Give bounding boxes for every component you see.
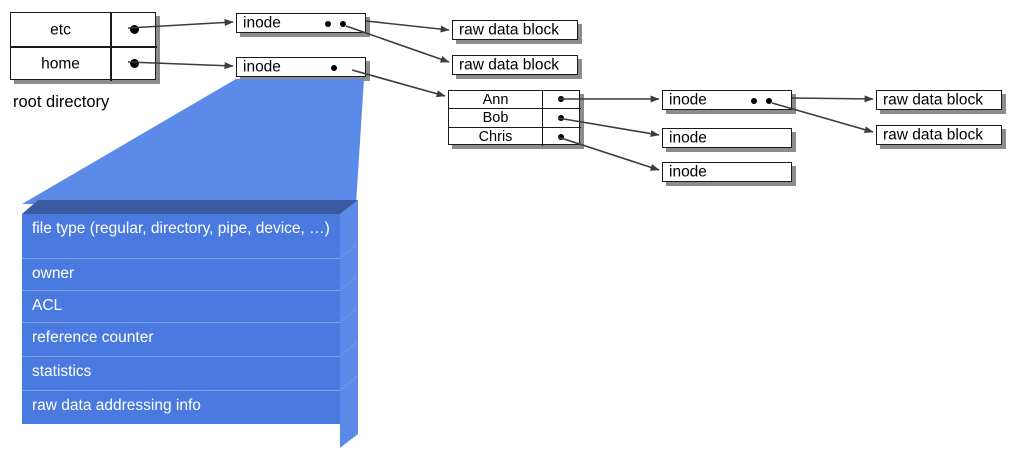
raw-data-block-label: raw data block (459, 56, 559, 74)
root-entry-name-home: home (11, 47, 110, 81)
inode-home-box: inode (236, 57, 366, 77)
home-entry-pointer-bob (543, 109, 581, 127)
raw-data-block-etc-2: raw data block (452, 55, 578, 75)
pointer-dot-icon (558, 96, 564, 102)
pointer-dot-icon (340, 21, 346, 27)
home-directory-table: Ann Bob Chris (448, 90, 581, 146)
inode-label: inode (243, 58, 281, 76)
stack-row-acl: ACL (22, 290, 340, 322)
home-entry-name-ann: Ann (449, 91, 542, 108)
inode-detail-stack: file type (regular, directory, pipe, dev… (22, 200, 359, 452)
raw-data-block-label: raw data block (459, 21, 559, 39)
home-entry-pointer-ann (543, 91, 581, 108)
root-entry-name-etc: etc (11, 13, 110, 46)
pointer-dot-icon (766, 98, 772, 104)
stack-row-label: raw data addressing info (32, 397, 201, 414)
raw-data-block-label: raw data block (883, 126, 983, 144)
stack-row-file-type: file type (regular, directory, pipe, dev… (22, 214, 340, 258)
raw-data-block-etc-1: raw data block (452, 20, 578, 40)
root-directory-table: etc home (10, 12, 157, 81)
home-entry-label: Chris (478, 128, 513, 145)
inode-label: inode (669, 163, 707, 181)
column-divider (110, 13, 112, 81)
inode-label: inode (243, 14, 281, 32)
inode-chris-box: inode (662, 162, 792, 182)
stack-row-label: owner (32, 265, 75, 282)
root-entry-pointer-home (111, 47, 157, 81)
root-entry-label: home (41, 55, 80, 73)
raw-data-block-label: raw data block (883, 91, 983, 109)
stack-top-face (22, 200, 358, 214)
column-divider (542, 91, 544, 146)
home-entry-label: Ann (482, 91, 509, 108)
root-entry-label: etc (50, 20, 71, 38)
pointer-dot-icon (331, 65, 337, 71)
row-divider (449, 108, 581, 110)
inode-ann-box: inode (662, 90, 792, 110)
stack-row-label: reference counter (32, 329, 154, 346)
inode-etc-box: inode (236, 13, 366, 33)
pointer-dot-icon (558, 134, 564, 140)
root-entry-pointer-etc (111, 13, 157, 46)
pointer-dot-icon (130, 59, 139, 68)
pointer-dot-icon (558, 115, 564, 121)
home-entry-label: Bob (482, 109, 509, 126)
pointer-dot-icon (751, 98, 757, 104)
stack-row-label: file type (regular, directory, pipe, dev… (32, 220, 330, 237)
pointer-dot-icon (325, 21, 331, 27)
pointer-dot-icon (130, 25, 139, 34)
raw-data-block-ann-2: raw data block (876, 125, 1002, 145)
inode-label: inode (669, 91, 707, 109)
stack-row-reference-counter: reference counter (22, 322, 340, 356)
home-entry-name-bob: Bob (449, 109, 542, 127)
inode-label: inode (669, 129, 707, 147)
arrow-inode-ann-block1 (791, 95, 874, 103)
raw-data-block-ann-1: raw data block (876, 90, 1002, 110)
home-entry-pointer-chris (543, 128, 581, 146)
row-divider (449, 127, 581, 129)
arrow-inode-etc-block1 (365, 20, 450, 33)
stack-row-raw-data-addressing: raw data addressing info (22, 390, 340, 424)
root-directory-caption: root directory (13, 93, 110, 111)
stack-side-faces (339, 200, 359, 448)
home-entry-name-chris: Chris (449, 128, 542, 146)
row-divider (11, 46, 157, 48)
stack-row-statistics: statistics (22, 356, 340, 390)
inode-bob-box: inode (662, 128, 792, 148)
stack-row-label: statistics (32, 363, 92, 380)
stack-row-owner: owner (22, 258, 340, 290)
stack-row-label: ACL (32, 297, 63, 314)
